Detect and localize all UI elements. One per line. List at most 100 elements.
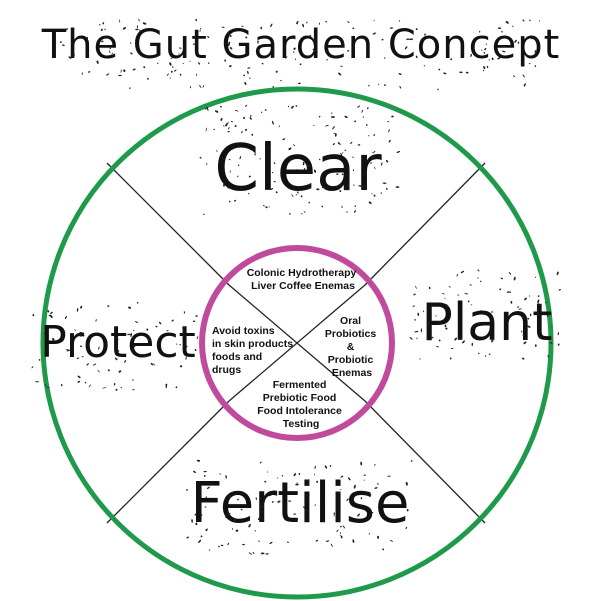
speckle <box>313 169 317 173</box>
speckle <box>195 315 198 317</box>
speckle <box>111 52 114 55</box>
speckle <box>372 151 375 154</box>
speckle <box>206 162 208 166</box>
speckle <box>128 306 132 309</box>
speckle <box>102 387 107 389</box>
speckle <box>529 313 532 317</box>
speckle <box>206 107 209 111</box>
speckle <box>169 77 172 79</box>
speckle <box>501 30 503 33</box>
speckle <box>86 36 89 40</box>
speckle <box>517 41 520 44</box>
speckle <box>166 73 170 76</box>
speckle <box>500 277 503 280</box>
speckle <box>409 38 414 41</box>
speckle <box>260 111 263 113</box>
speckle <box>410 460 413 462</box>
speckle <box>79 334 82 337</box>
speckle <box>123 69 126 72</box>
speckle <box>270 23 273 28</box>
speckle <box>248 175 251 178</box>
speckle <box>386 160 389 163</box>
speckle <box>457 293 459 297</box>
speckle <box>129 42 132 44</box>
speckle <box>227 542 230 546</box>
speckle <box>109 47 112 49</box>
speckle <box>537 303 541 306</box>
speckle <box>347 185 350 188</box>
speckle <box>241 25 244 27</box>
speckle <box>198 62 201 65</box>
speckle <box>197 506 199 509</box>
speckle <box>484 355 487 357</box>
speckle <box>271 501 274 503</box>
speckle <box>513 75 516 78</box>
speckle <box>511 25 514 27</box>
speckle <box>380 192 382 194</box>
speckle <box>243 74 245 77</box>
speckle <box>199 30 201 32</box>
speckle <box>281 475 284 477</box>
speckle <box>469 284 472 286</box>
speckle <box>476 323 481 325</box>
speckle <box>389 27 394 29</box>
speckle <box>335 173 339 175</box>
speckle <box>237 175 239 178</box>
speckle <box>31 366 34 369</box>
speckle <box>143 66 146 69</box>
speckle <box>303 168 306 170</box>
speckle <box>84 381 87 384</box>
inner-divider-b <box>228 284 366 402</box>
speckle <box>384 84 386 86</box>
speckle <box>130 52 133 55</box>
speckle <box>467 300 470 303</box>
speckle <box>556 271 559 276</box>
speckle <box>422 310 425 313</box>
speckle <box>97 369 100 373</box>
speckle <box>146 328 149 331</box>
speckle <box>248 192 250 195</box>
speckle <box>326 59 328 61</box>
speckle <box>522 334 525 337</box>
speckle <box>192 320 196 323</box>
speckle <box>147 77 149 80</box>
speckle <box>227 130 230 133</box>
speckle <box>207 62 210 64</box>
speckle <box>148 338 150 341</box>
speckle <box>179 47 182 49</box>
speckle <box>49 314 53 319</box>
speckle <box>315 539 319 542</box>
speckle <box>155 325 158 328</box>
speckle <box>482 69 485 72</box>
speckle <box>406 38 410 40</box>
speckle <box>196 459 201 462</box>
speckle <box>313 124 315 126</box>
speckle <box>398 73 402 75</box>
divider-top-left <box>106 162 230 286</box>
speckle <box>194 513 197 516</box>
inner-right-line: Oral <box>340 315 361 327</box>
speckle <box>365 124 368 126</box>
speckle <box>329 465 332 467</box>
speckle <box>74 329 76 331</box>
speckle <box>488 59 490 61</box>
speckle <box>318 22 320 25</box>
speckle <box>365 159 367 161</box>
speckle <box>414 285 417 289</box>
speckle <box>366 107 369 110</box>
speckle <box>278 125 281 128</box>
speckle <box>538 20 540 22</box>
speckle <box>249 116 252 120</box>
speckle <box>293 473 297 477</box>
speckle <box>234 124 237 127</box>
speckle <box>186 345 188 348</box>
speckle <box>449 357 452 360</box>
speckle <box>414 330 419 333</box>
speckle <box>312 48 315 51</box>
speckle <box>444 297 446 300</box>
speckle <box>220 544 224 547</box>
speckle <box>318 158 321 161</box>
speckle <box>523 83 526 87</box>
speckle <box>352 169 355 172</box>
speckle <box>363 474 366 476</box>
